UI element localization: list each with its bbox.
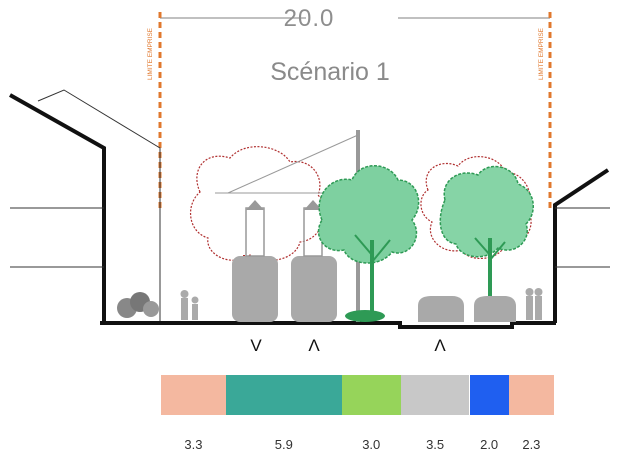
band-width-label: 3.3 bbox=[184, 437, 203, 452]
band-5 bbox=[508, 375, 554, 415]
ground-profile bbox=[100, 321, 556, 329]
tree-green-right bbox=[439, 165, 534, 300]
pedestrians-left bbox=[180, 290, 199, 320]
band-0 bbox=[161, 375, 226, 415]
band-width-label: 2.3 bbox=[522, 437, 541, 452]
tram-left bbox=[232, 200, 278, 322]
car-right bbox=[474, 296, 516, 322]
direction-down-icon: V bbox=[250, 336, 262, 355]
band-width-label: 2.0 bbox=[480, 437, 499, 452]
direction-up-icon: Λ bbox=[434, 336, 446, 355]
building-left-roof bbox=[9, 93, 106, 323]
total-width-label: 20.0 bbox=[283, 5, 335, 32]
building-left-outline bbox=[37, 89, 161, 322]
band-1 bbox=[225, 375, 342, 415]
band-width-label: 5.9 bbox=[274, 437, 293, 452]
limit-label-right: LIMITE EMPRISE bbox=[538, 27, 545, 80]
car-left bbox=[418, 296, 464, 322]
band-3 bbox=[400, 375, 470, 415]
band-2 bbox=[341, 375, 401, 415]
band-width-label: 3.5 bbox=[426, 437, 445, 452]
tree-green-center bbox=[317, 165, 420, 322]
direction-up-icon: Λ bbox=[308, 336, 320, 355]
scenario-title: Scénario 1 bbox=[270, 58, 390, 86]
band-width-label: 3.0 bbox=[362, 437, 381, 452]
shrub-left bbox=[117, 292, 159, 318]
tram-right bbox=[291, 200, 337, 322]
pedestrians-right bbox=[525, 288, 543, 320]
band-4 bbox=[469, 375, 509, 415]
limit-label-left: LIMITE EMPRISE bbox=[147, 27, 154, 80]
building-right-roof bbox=[553, 168, 610, 323]
